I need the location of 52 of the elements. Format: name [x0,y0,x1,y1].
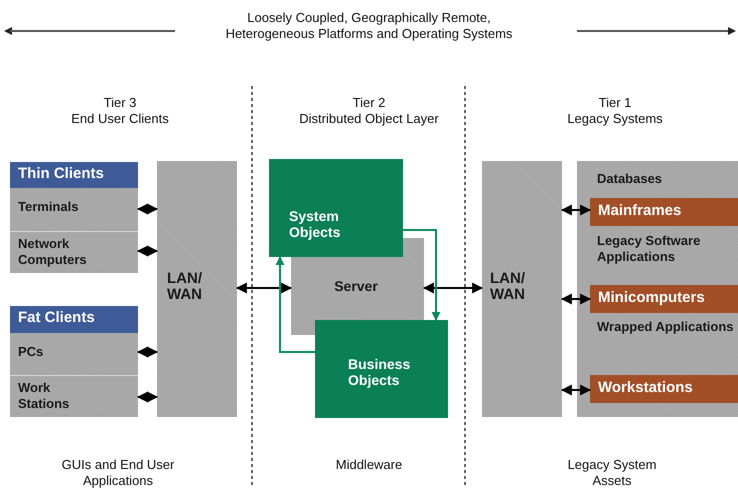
arrow [136,392,158,402]
client-box [10,231,138,273]
tier-heading: Tier 1 [598,95,632,111]
client-box [10,375,138,417]
network-panel [157,161,237,417]
network-panel [482,161,562,417]
node-label: Databases [597,171,664,187]
node-label: Thin Clients [18,166,105,182]
node-label: Business Objects [348,356,412,388]
object-box [315,320,448,418]
node-label: Workstations [598,380,694,396]
node-label: Legacy Software Applications [597,233,702,265]
legacy-panel [577,161,738,417]
node-label: Wrapped Applications [597,319,735,335]
system-box [590,375,738,403]
arrow [136,204,158,214]
category-header [10,162,138,188]
tier-heading: Tier 3 [102,95,138,111]
tier-heading: Tier 2 [352,95,386,111]
node-label: Fat Clients [18,310,96,326]
tier-heading: End User Clients [70,111,170,127]
client-box [10,333,138,375]
category-header [10,306,138,333]
arrow [276,256,315,353]
arrow [136,346,158,358]
node-label: LAN/ WAN [490,271,526,303]
node-label: System Objects [289,208,342,240]
arrow [560,384,592,396]
system-box [590,285,738,313]
node-label: Network Computers [18,236,88,268]
tier-caption: Legacy System Assets [566,457,658,488]
arrow [422,282,484,294]
node-label: PCs [18,344,44,360]
arrow [236,282,292,294]
node-label: Server [333,278,379,294]
arrow [560,204,592,216]
node-label: Minicomputers [598,290,706,306]
arrow [560,294,592,304]
arrow [403,229,440,321]
tier-heading: Legacy Systems [566,111,664,127]
object-box [269,159,403,257]
banner-text: Loosely Coupled, Geographically Remote, Heterogeneous Platforms and Operating Systems [224,10,514,42]
tier-caption: GUIs and End User Applications [60,457,176,488]
system-box [590,198,738,226]
node-label: Mainframes [598,203,682,219]
arrow [136,246,158,256]
node-label: LAN/ WAN [167,271,203,303]
node-label: Terminals [18,199,80,215]
client-box [10,188,138,231]
tier-caption: Middleware [334,457,404,473]
tier-heading: Distributed Object Layer [298,111,440,127]
node-label: Work Stations [18,380,70,412]
